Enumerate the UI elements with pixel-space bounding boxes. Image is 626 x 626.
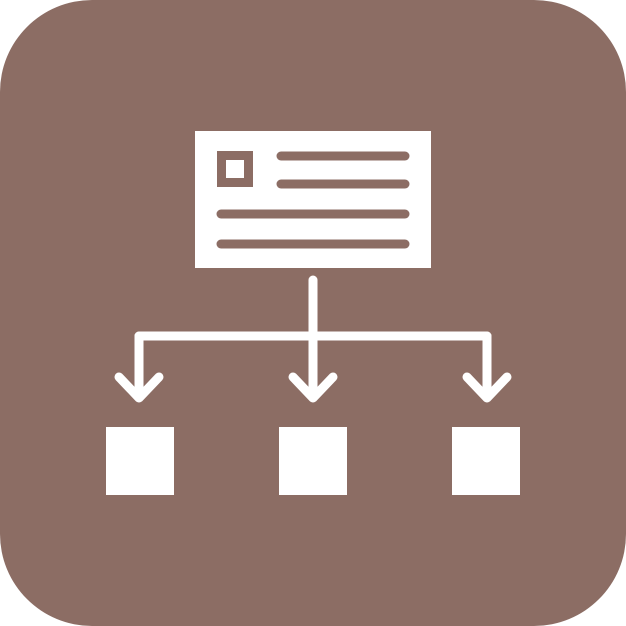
child-box-center — [279, 427, 347, 495]
connector-lines — [114, 275, 512, 403]
arrow-head-center-icon — [288, 372, 338, 403]
parent-card-icon — [195, 131, 431, 268]
child-box-right — [452, 427, 520, 495]
child-box-left — [106, 427, 174, 495]
card-thumbnail-inner — [226, 160, 244, 178]
arrow-head-right-icon — [462, 372, 512, 403]
arrow-head-left-icon — [114, 372, 164, 403]
